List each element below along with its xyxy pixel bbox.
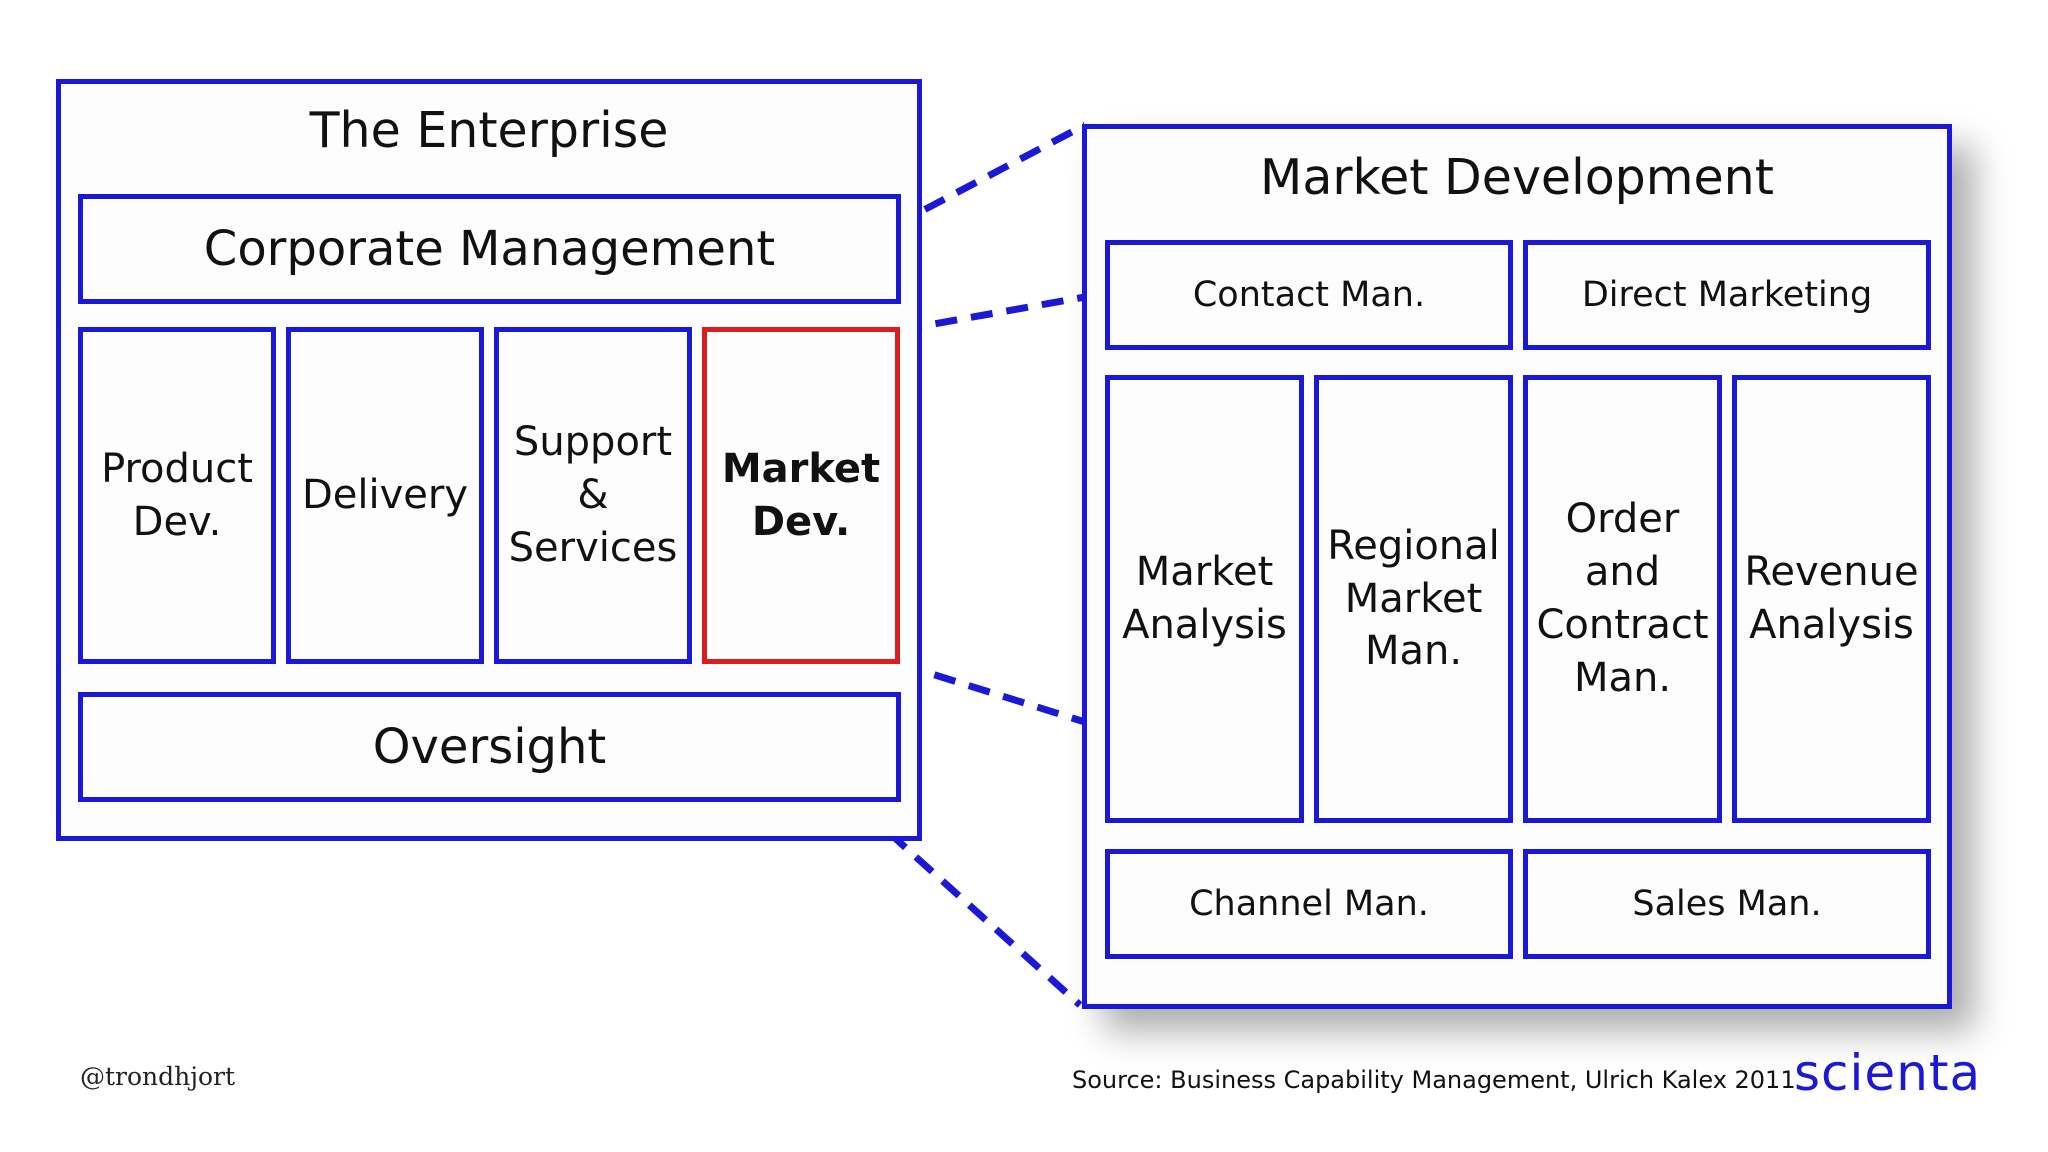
capability-label: Market Dev. — [721, 445, 881, 545]
connector-top-inner — [899, 293, 1086, 334]
column-label: Order and Contract Man. — [1536, 496, 1709, 701]
channel-man-label: Channel Man. — [1189, 884, 1429, 924]
capability-label: Product Dev. — [101, 445, 253, 545]
regional-market-man-box: Regional Market Man. — [1314, 375, 1513, 823]
sales-man-box: Sales Man. — [1523, 849, 1931, 959]
corporate-management-box: Corporate Management — [78, 194, 901, 304]
capability-product-dev: Product Dev. — [78, 327, 276, 664]
capability-market-dev-highlighted: Market Dev. — [702, 327, 900, 664]
capability-support-services: Support & Services — [494, 327, 692, 664]
revenue-analysis-box: Revenue Analysis — [1732, 375, 1931, 823]
column-label: Revenue Analysis — [1744, 549, 1919, 648]
oversight-box: Oversight — [78, 692, 901, 802]
direct-marketing-label: Direct Marketing — [1581, 275, 1873, 315]
contact-man-label: Contact Man. — [1192, 275, 1426, 315]
sales-man-label: Sales Man. — [1632, 884, 1822, 924]
order-contract-man-box: Order and Contract Man. — [1523, 375, 1722, 823]
scienta-logo: scienta — [1794, 1044, 1982, 1102]
market-analysis-box: Market Analysis — [1105, 375, 1304, 823]
capability-label: Support & Services — [508, 419, 678, 571]
channel-man-box: Channel Man. — [1105, 849, 1513, 959]
contact-man-box: Contact Man. — [1105, 240, 1513, 350]
capability-delivery: Delivery — [286, 327, 484, 664]
oversight-label: Oversight — [372, 719, 607, 775]
capability-label: Delivery — [301, 472, 469, 519]
connector-bottom-inner — [898, 660, 1087, 726]
column-label: Regional Market Man. — [1327, 522, 1500, 675]
author-handle: @trondhjort — [80, 1062, 236, 1091]
market-development-title: Market Development — [1260, 149, 1774, 206]
direct-marketing-box: Direct Marketing — [1523, 240, 1931, 350]
column-label: Market Analysis — [1122, 549, 1287, 648]
source-citation: Source: Business Capability Management, … — [1072, 1066, 1796, 1094]
enterprise-title: The Enterprise — [309, 102, 669, 159]
corporate-management-label: Corporate Management — [203, 221, 776, 277]
